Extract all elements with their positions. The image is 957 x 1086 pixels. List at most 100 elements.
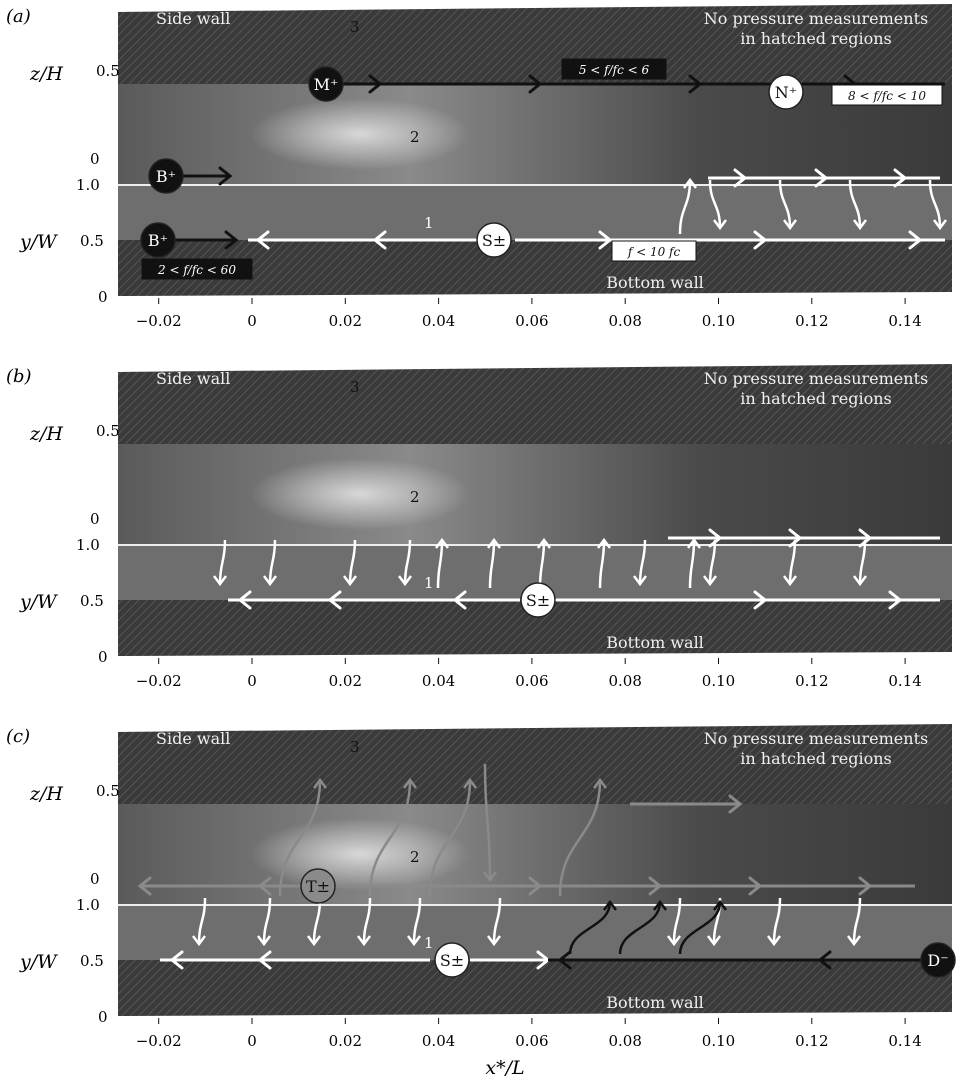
arrowhead bbox=[597, 537, 611, 549]
arrowhead bbox=[313, 777, 327, 789]
x-tick-label: 0.02 bbox=[329, 1032, 362, 1050]
x-tick-label: 0.14 bbox=[888, 312, 921, 330]
flow-region-lower bbox=[118, 905, 952, 960]
streamline-arrow bbox=[772, 897, 782, 945]
streamline-arrow bbox=[688, 539, 696, 589]
y-tick: 0.5 bbox=[80, 952, 104, 970]
arrowhead bbox=[372, 230, 387, 250]
z-axis-label: z/H bbox=[29, 423, 63, 445]
y-axis-label: y/W bbox=[19, 951, 58, 973]
x-tick-label: 0.10 bbox=[702, 672, 735, 690]
y-tick: 1.0 bbox=[76, 536, 100, 554]
arrowhead bbox=[192, 935, 206, 947]
flow-region-lower bbox=[118, 185, 952, 240]
arrowhead bbox=[218, 166, 233, 186]
bottom-wall-region bbox=[118, 600, 952, 656]
arrowhead bbox=[817, 950, 832, 970]
arrowhead bbox=[767, 935, 781, 947]
vortex-region bbox=[250, 98, 470, 170]
arrowhead bbox=[528, 74, 543, 94]
freq-label-box bbox=[141, 258, 253, 280]
arrowhead bbox=[853, 575, 867, 587]
x-tick-label: −0.02 bbox=[136, 312, 182, 330]
marker-D-circle bbox=[920, 942, 956, 978]
arrowhead bbox=[169, 950, 184, 970]
streamline-arrow bbox=[778, 179, 792, 229]
arrowhead bbox=[753, 230, 768, 250]
streamline-arrow bbox=[788, 539, 797, 585]
marker-N-circle bbox=[768, 74, 804, 110]
arrowhead bbox=[893, 168, 908, 188]
z-tick: 0.5 bbox=[96, 422, 120, 440]
arrowhead bbox=[648, 876, 663, 896]
z-tick: 0 bbox=[90, 150, 100, 168]
y-tick: 0 bbox=[98, 1008, 108, 1026]
arrowhead bbox=[407, 935, 421, 947]
arrowhead bbox=[368, 74, 383, 94]
x-tick-label: 0.04 bbox=[422, 1032, 455, 1050]
x-tick-label: 0.02 bbox=[329, 312, 362, 330]
panel-tag: (c) bbox=[6, 726, 30, 747]
x-tick-label: −0.02 bbox=[136, 672, 182, 690]
x-axis-label: x*/L bbox=[485, 1057, 524, 1079]
z-tick: 0.5 bbox=[96, 62, 120, 80]
freq-label-box bbox=[611, 240, 697, 262]
arrowhead bbox=[753, 590, 768, 610]
y-tick: 0.5 bbox=[80, 232, 104, 250]
arrowhead bbox=[847, 935, 861, 947]
arrowhead bbox=[667, 935, 681, 947]
arrowhead bbox=[703, 575, 717, 587]
streamline-arrow bbox=[618, 901, 662, 955]
arrowhead bbox=[728, 794, 743, 814]
streamline-arrow bbox=[268, 539, 277, 585]
marker-S-circle bbox=[520, 582, 556, 618]
marker-T: T± bbox=[306, 877, 330, 896]
arrowhead bbox=[327, 590, 342, 610]
region-label-1: 1 bbox=[424, 934, 434, 952]
x-tick-label: 0.10 bbox=[702, 312, 735, 330]
arrowhead bbox=[593, 777, 607, 789]
marker-S-circle bbox=[434, 942, 470, 978]
marker-S: S± bbox=[526, 591, 550, 610]
vortex-region bbox=[250, 818, 470, 890]
arrowhead bbox=[257, 876, 272, 896]
arrowhead bbox=[858, 528, 873, 548]
arrowhead bbox=[888, 590, 903, 610]
streamline-arrow bbox=[672, 897, 682, 945]
arrowhead bbox=[263, 575, 277, 587]
bottom-wall-region bbox=[118, 240, 952, 296]
note-line-1: No pressure measurements bbox=[704, 729, 928, 748]
freq-label: f < 10 fc bbox=[627, 245, 681, 259]
streamline-arrow bbox=[403, 539, 412, 585]
arrowhead bbox=[528, 876, 543, 896]
x-tick-label: 0.12 bbox=[795, 312, 828, 330]
arrowhead bbox=[858, 876, 873, 896]
x-tick-label: 0.06 bbox=[515, 1032, 548, 1050]
marker-M-circle bbox=[308, 66, 344, 102]
arrowhead bbox=[908, 230, 923, 250]
region-label-3: 3 bbox=[350, 378, 360, 396]
note-line-1: No pressure measurements bbox=[704, 9, 928, 28]
note-line-1: No pressure measurements bbox=[704, 369, 928, 388]
x-tick-label: 0.14 bbox=[888, 1032, 921, 1050]
marker-S-circle bbox=[476, 222, 512, 258]
x-tick-label: 0.10 bbox=[702, 1032, 735, 1050]
marker-N: N⁺ bbox=[775, 83, 797, 102]
y-tick: 0 bbox=[98, 288, 108, 306]
arrowhead bbox=[237, 590, 252, 610]
y-tick: 0.5 bbox=[80, 592, 104, 610]
arrowhead bbox=[708, 528, 723, 548]
x-tick-label: 0 bbox=[247, 312, 257, 330]
arrowhead bbox=[603, 899, 617, 911]
x-tick-label: 0.02 bbox=[329, 672, 362, 690]
flow-region-upper bbox=[118, 444, 952, 545]
region-label-2: 2 bbox=[410, 848, 420, 866]
region-label-1: 1 bbox=[424, 214, 434, 232]
arrowhead bbox=[598, 230, 613, 250]
panel-tag: (b) bbox=[6, 366, 32, 387]
z-axis-label: z/H bbox=[29, 63, 63, 85]
arrowhead bbox=[343, 575, 357, 587]
marker-D: D⁻ bbox=[927, 951, 948, 970]
region-label-3: 3 bbox=[350, 18, 360, 36]
